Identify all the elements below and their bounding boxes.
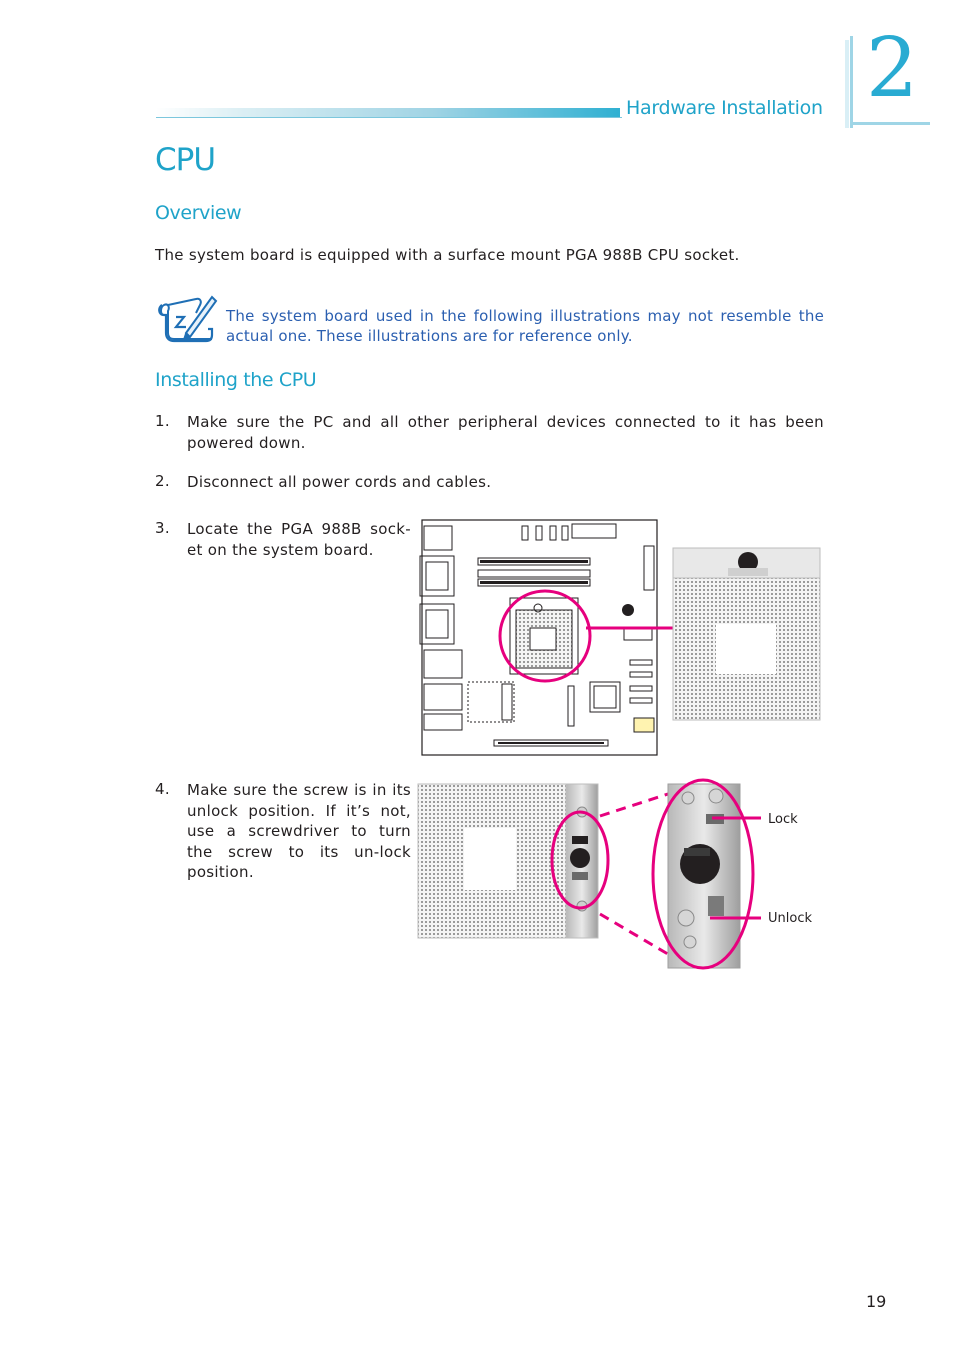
installing-heading: Installing the CPU bbox=[155, 369, 317, 391]
header-rule bbox=[156, 117, 622, 118]
chapter-number: 2 bbox=[866, 21, 919, 116]
section-title: Hardware Installation bbox=[626, 97, 823, 119]
step-text: Locate the PGA 988B sock-et on the syste… bbox=[187, 520, 411, 559]
chapter-tab-border bbox=[850, 36, 853, 128]
step-text: Make sure the screw is in its unlock pos… bbox=[187, 781, 411, 881]
note-scroll-pen-icon bbox=[158, 295, 218, 343]
overview-paragraph: The system board is equipped with a surf… bbox=[155, 246, 740, 264]
screw-highlight-large bbox=[651, 778, 755, 970]
step-number: 1. bbox=[155, 412, 170, 430]
unlock-label: Unlock bbox=[768, 911, 812, 926]
overview-heading: Overview bbox=[155, 202, 242, 224]
step-number: 3. bbox=[155, 519, 170, 537]
step-number: 2. bbox=[155, 472, 170, 490]
chapter-tab-underline bbox=[850, 122, 930, 125]
page-number: 19 bbox=[866, 1292, 887, 1311]
step-number: 4. bbox=[155, 780, 170, 798]
board-layout-figure bbox=[419, 519, 821, 756]
step-text: Make sure the PC and all other periphera… bbox=[187, 413, 824, 452]
step-text: Disconnect all power cords and cables. bbox=[187, 473, 492, 491]
note-text: The system board used in the following i… bbox=[226, 307, 824, 345]
chapter-tab-shadow bbox=[845, 40, 849, 128]
header-gradient-bar bbox=[156, 108, 620, 118]
cpu-socket-highlight bbox=[498, 589, 592, 683]
page-title: CPU bbox=[155, 142, 216, 178]
lock-label: Lock bbox=[768, 812, 798, 827]
screw-highlight-small bbox=[550, 810, 610, 910]
socket-screw-figure bbox=[417, 778, 761, 970]
